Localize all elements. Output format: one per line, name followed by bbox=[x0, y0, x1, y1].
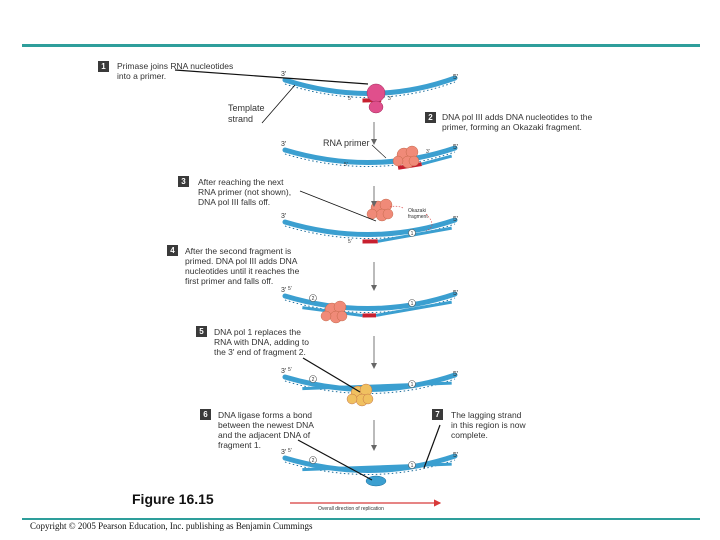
fragment-1-marker-circle bbox=[408, 380, 416, 388]
primase-enzyme-lower bbox=[368, 100, 384, 114]
fragment-2-marker: 2 bbox=[312, 377, 315, 383]
daughter-5-prime-label: 5' bbox=[288, 286, 292, 292]
top-accent-bar bbox=[22, 44, 700, 47]
strand-5-prime-label: 5' bbox=[453, 452, 458, 459]
dna-pol-i-enzyme-lobe bbox=[362, 393, 374, 405]
okazaki-fragment-label: fragment bbox=[408, 214, 428, 220]
step-5-text: DNA pol 1 replaces the RNA with DNA, add… bbox=[214, 327, 309, 357]
dna-pol-iii-released-lobe bbox=[382, 208, 394, 220]
step-3-leader bbox=[299, 190, 377, 222]
okazaki-fragment bbox=[421, 154, 453, 166]
dna-pol-i-enzyme-lobe bbox=[346, 393, 358, 405]
fragment-1-marker-circle bbox=[408, 461, 416, 469]
okazaki-fragment-1 bbox=[375, 300, 452, 317]
base-pairs bbox=[284, 151, 456, 167]
dna-pol-i-enzyme bbox=[346, 383, 374, 407]
template-strand-label: Template strand bbox=[228, 103, 265, 124]
step-2-badge: 2 bbox=[425, 112, 436, 123]
step-1-badge: 1 bbox=[98, 61, 109, 72]
step-7-badge: 7 bbox=[432, 409, 443, 420]
dna-pol-iii-enzyme-lobe bbox=[392, 155, 404, 167]
strand-3-prime-label: 3' bbox=[281, 287, 286, 294]
strand-5-prime-label: 5' bbox=[453, 74, 458, 81]
step-5-badge: 5 bbox=[196, 326, 207, 337]
strand-5-prime-label: 5' bbox=[453, 290, 458, 297]
dna-pol-iii-released-lobe bbox=[366, 208, 378, 220]
fragment-2-marker: 2 bbox=[312, 458, 315, 464]
step-5-leader bbox=[302, 357, 361, 393]
joined-fragments bbox=[302, 381, 452, 391]
strand-5-prime-label: 5' bbox=[453, 371, 458, 378]
primase-enzyme bbox=[366, 83, 386, 103]
step-6-leader bbox=[297, 439, 373, 481]
template-strand bbox=[282, 453, 458, 473]
completed-lagging-strand bbox=[302, 462, 452, 472]
strand-3-prime-label: 3' bbox=[281, 368, 286, 375]
dna-pol-iii-enzyme-lobe bbox=[336, 310, 348, 322]
okazaki-fragment-label: Okazaki bbox=[408, 208, 426, 214]
daughter-5-prime-label: 5' bbox=[288, 367, 292, 373]
dna-pol-iii-enzyme-lobe bbox=[320, 310, 332, 322]
dna-pol-iii-enzyme bbox=[320, 300, 348, 324]
strand-3-prime-label: 3' bbox=[281, 213, 286, 220]
template-strand bbox=[282, 291, 458, 311]
strand-5-prime-label: 5' bbox=[453, 216, 458, 223]
fragment-1-marker-circle bbox=[408, 299, 416, 307]
step-6-text: DNA ligase forms a bond between the newe… bbox=[218, 410, 314, 450]
base-pairs bbox=[284, 81, 456, 98]
step-3-badge: 3 bbox=[178, 176, 189, 187]
strand-3-prime-label: 3' bbox=[281, 71, 286, 78]
dna-pol-iii-enzyme-lobe bbox=[408, 155, 420, 167]
fragment-1-marker: 1 bbox=[411, 463, 414, 469]
fragment-1-marker: 1 bbox=[411, 382, 414, 388]
copyright: Copyright © 2005 Pearson Education, Inc.… bbox=[30, 521, 313, 531]
step-6-badge: 6 bbox=[200, 409, 211, 420]
fragment-2-marker-circle bbox=[309, 456, 317, 464]
strand-5-prime-label: 5' bbox=[453, 144, 458, 151]
template-strand bbox=[282, 217, 458, 237]
okazaki-pointer bbox=[389, 205, 404, 209]
dna-pol-iii-enzyme bbox=[392, 145, 420, 169]
dna-pol-iii-released bbox=[366, 198, 394, 222]
rna-primer-leader bbox=[371, 144, 387, 159]
step-7-leader bbox=[423, 424, 441, 469]
step-1-text: Primase joins RNA nucleotides into a pri… bbox=[117, 61, 234, 81]
strand-3-prime-label: 3' bbox=[281, 141, 286, 148]
step-4-badge: 4 bbox=[167, 245, 178, 256]
step-7-text: The lagging strand in this region is now… bbox=[451, 410, 526, 440]
figure-title: Figure 16.15 bbox=[132, 491, 214, 507]
template-leader bbox=[261, 84, 296, 124]
okazaki-pointer bbox=[425, 213, 433, 232]
fragment-1-marker-circle bbox=[408, 229, 416, 237]
primer-5-prime-label: 5' bbox=[348, 239, 352, 245]
primer-3-prime-label: 3' bbox=[426, 149, 430, 155]
direction-label: Overall direction of replication bbox=[318, 506, 384, 512]
bottom-accent-bar bbox=[22, 518, 700, 520]
rna-primer-label: RNA primer bbox=[323, 138, 370, 148]
fragment-1-marker: 1 bbox=[411, 231, 414, 237]
dna-ligase-enzyme bbox=[365, 475, 387, 487]
primer-3-prime-label: 3' bbox=[388, 96, 392, 102]
fragment-2-marker-circle bbox=[309, 375, 317, 383]
strand-3-prime-label: 3' bbox=[281, 449, 286, 456]
step-1-leader bbox=[174, 69, 369, 85]
template-strand bbox=[282, 145, 458, 165]
fragment-2-marker-circle bbox=[309, 294, 317, 302]
step-4-text: After the second fragment is primed. DNA… bbox=[185, 246, 300, 286]
primer-5-prime-label: 5' bbox=[344, 162, 348, 168]
primer-5-prime-label: 5' bbox=[348, 96, 352, 102]
fragment-1-marker: 1 bbox=[411, 301, 414, 307]
step-3-text: After reaching the next RNA primer (not … bbox=[198, 177, 292, 207]
fragment-2-marker: 2 bbox=[312, 296, 315, 302]
step-2-text: DNA pol III adds DNA nucleotides to the … bbox=[442, 112, 593, 132]
daughter-5-prime-label: 5' bbox=[288, 448, 292, 454]
